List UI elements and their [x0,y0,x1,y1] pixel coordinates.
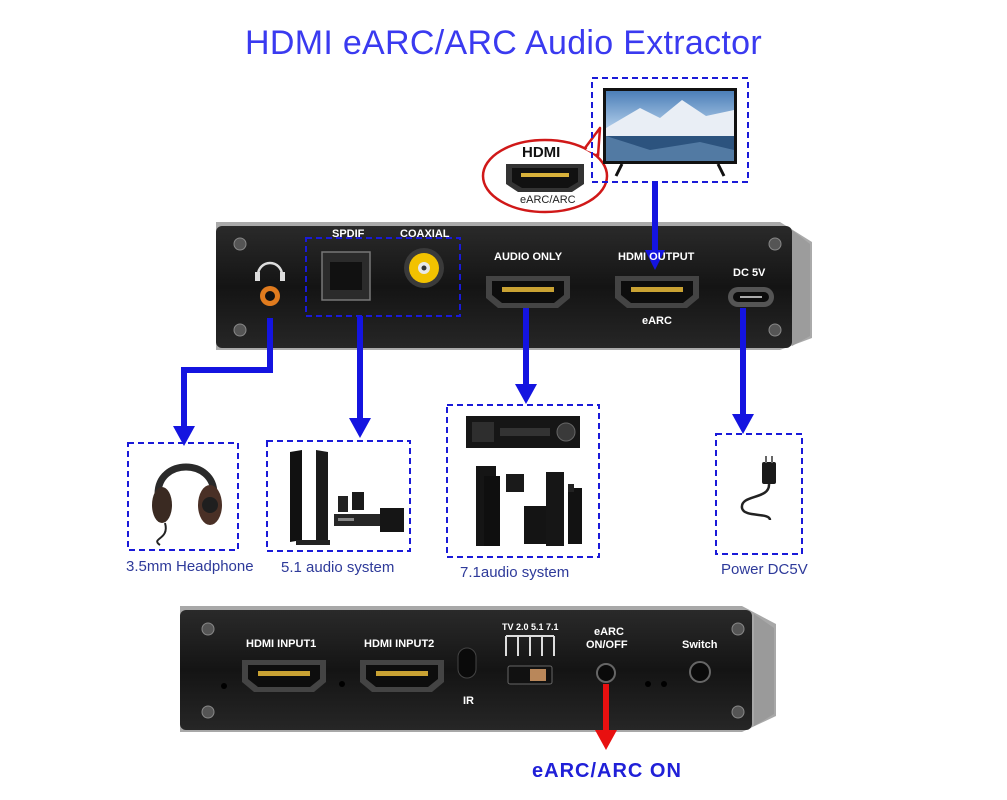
coaxial-port-icon [404,248,444,288]
earc-onoff-label-line1: eARC [594,626,624,638]
rear-panel-device [180,606,776,732]
system-51-caption: 5.1 audio system [281,559,395,576]
earc-red-arrow [595,684,617,750]
earc-onoff-label-line2: ON/OFF [586,639,628,651]
spdif-label: SPDIF [332,228,365,240]
hdmi-output-label: HDMI OUTPUT [618,251,695,263]
surround-71-speakers-icon [466,416,582,546]
hdmi-callout-bubble [481,126,609,214]
connection-arrows [181,182,746,430]
ir-sensor-icon [457,647,477,679]
hdmi-output-port-icon [615,276,699,308]
power-adapter-icon [740,456,776,521]
hdmi-input1-label: HDMI INPUT1 [246,638,317,650]
headphone-jack-icon [255,261,285,306]
hdmi-input1-port-icon [242,660,326,692]
dip-labels: TV 2.0 5.1 7.1 [502,622,559,632]
dc-5v-label: DC 5V [733,267,766,279]
coaxial-label: COAXIAL [400,228,450,240]
system-71-caption: 7.1audio system [460,564,570,581]
surround-51-speakers-icon [290,450,404,545]
headphone-caption: 3.5mm Headphone [126,558,254,575]
hdmi-input2-label: HDMI INPUT2 [364,638,435,650]
earc-button-icon [596,663,616,683]
switch-button-icon [689,661,711,683]
headphones-icon [152,463,222,546]
ir-label: IR [463,695,474,707]
page-title: HDMI eARC/ARC Audio Extractor [245,24,762,62]
callout-earc-label: eARC/ARC [520,194,576,206]
dip-switch-icon [505,635,555,656]
earc-on-note: eARC/ARC ON [532,760,682,782]
spdif-port-icon [321,251,371,301]
arrow-heads [173,250,754,446]
switch-label: Switch [682,639,718,651]
hdmi-input2-port-icon [360,660,444,692]
callout-hdmi-label: HDMI [522,144,561,161]
front-panel-device [216,222,812,350]
earc-label: eARC [642,315,672,327]
tv-icon [603,88,737,177]
hdmi-audio-only-port-icon [486,276,570,308]
power-caption: Power DC5V [721,561,808,578]
audio-only-label: AUDIO ONLY [494,251,563,263]
usb-c-dc-port-icon [728,287,774,307]
